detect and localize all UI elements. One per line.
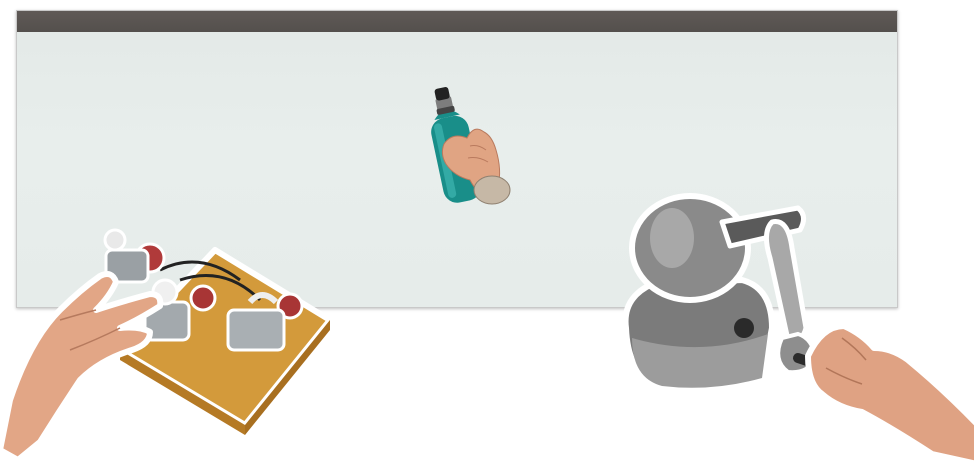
haptic-device-icon	[626, 196, 834, 388]
human-hand-icon	[808, 326, 977, 464]
haptic-device	[612, 188, 977, 464]
window-title-bar	[17, 11, 897, 32]
virtual-bottle-grasp[interactable]	[412, 84, 512, 214]
exoskeleton-device	[0, 210, 330, 460]
